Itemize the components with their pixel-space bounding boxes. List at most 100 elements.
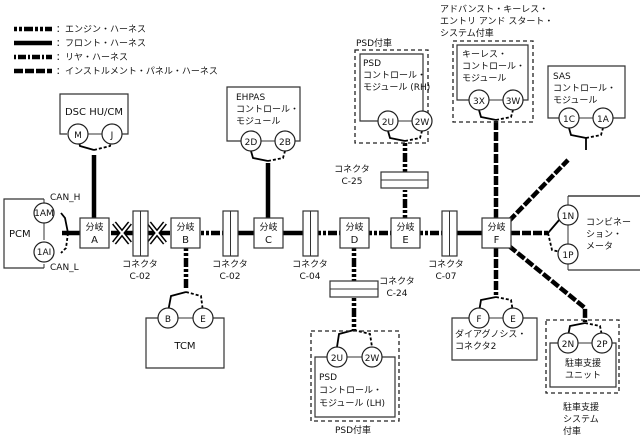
- svg-text:SAS: SAS: [553, 72, 571, 82]
- svg-text:メータ: メータ: [586, 241, 613, 252]
- svg-text:コネクタ2: コネクタ2: [455, 341, 496, 352]
- svg-text:モジュール: モジュール: [236, 117, 280, 127]
- svg-text:F: F: [494, 235, 500, 246]
- svg-text:C: C: [265, 235, 272, 246]
- svg-text:コネクタ: コネクタ: [428, 259, 464, 270]
- connector-c04: コネクタ C-04: [292, 210, 328, 282]
- svg-text:3W: 3W: [506, 97, 521, 107]
- ehpas-module: EHPAS コントロール・ モジュール 2D 2B: [226, 86, 301, 152]
- svg-text:2U: 2U: [382, 118, 394, 128]
- pin-2w-rh: [411, 110, 433, 132]
- svg-text:1P: 1P: [562, 251, 574, 261]
- pin-m: [67, 123, 89, 145]
- svg-text:コンビネー: コンビネー: [586, 217, 631, 228]
- svg-text:J: J: [110, 131, 114, 141]
- svg-text:コネクタ: コネクタ: [212, 259, 248, 270]
- legend: ：エンジン・ハーネス ：フロント・ハーネス ：リヤ・ハーネス ：インストルメント…: [14, 24, 218, 77]
- svg-text:1A: 1A: [597, 115, 610, 125]
- pin-b: [157, 307, 179, 329]
- svg-text:2B: 2B: [279, 138, 291, 148]
- svg-text:2U: 2U: [331, 354, 343, 364]
- svg-text:付車: 付車: [563, 425, 581, 437]
- junction-e: 分岐 E: [390, 217, 421, 249]
- svg-text:EHPAS: EHPAS: [236, 93, 265, 103]
- svg-text:2P: 2P: [596, 340, 608, 350]
- diagnosis-connector-module: ダイアグノシス・ コネクタ2 F E: [451, 307, 538, 361]
- svg-text:分岐: 分岐: [345, 221, 363, 233]
- svg-text:コントロール・: コントロール・: [363, 71, 426, 81]
- dsc-hu-cm-module: DSC HU/CM M J: [59, 93, 129, 145]
- connector-c25: コネクタ C-25: [334, 164, 429, 189]
- psd-rh-group-label: PSD付車: [356, 37, 392, 49]
- pin-2d: [240, 130, 262, 152]
- svg-text:1AI: 1AI: [37, 248, 52, 258]
- psd-rh-module: PSD付車 PSD コントロール・ モジュール (RH) 2U 2W: [354, 37, 433, 144]
- svg-text:1C: 1C: [563, 115, 575, 125]
- svg-text:C-04: C-04: [300, 272, 321, 282]
- pin-3x: [468, 89, 490, 111]
- svg-text:C-25: C-25: [342, 177, 363, 187]
- legend-rear-label: ：リヤ・ハーネス: [56, 52, 128, 63]
- parking-assist-module: 2N 2P 駐車支援 ユニット 駐車支援 システム 付車: [545, 319, 620, 437]
- pin-f: [468, 307, 490, 329]
- svg-text:駐車支援: 駐車支援: [565, 357, 601, 369]
- junction-f: 分岐 F: [481, 217, 512, 249]
- svg-text:C-07: C-07: [436, 272, 457, 282]
- connector-c24: コネクタ C-24: [329, 276, 415, 299]
- svg-text:モジュール (LH): モジュール (LH): [319, 399, 385, 409]
- junction-a: 分岐 A: [79, 217, 110, 249]
- pcm-module: PCM 1AM 1AI CAN_H CAN_L: [3, 193, 80, 273]
- svg-text:コネクタ: コネクタ: [292, 259, 328, 270]
- svg-text:ユニット: ユニット: [565, 371, 601, 381]
- svg-text:C-24: C-24: [387, 289, 408, 299]
- can-l-label: CAN_L: [50, 263, 79, 273]
- svg-text:2N: 2N: [562, 340, 574, 350]
- svg-text:C-02: C-02: [220, 272, 241, 282]
- pin-e-diag: [502, 307, 524, 329]
- wire-f-park: [507, 244, 588, 322]
- svg-text:コントロール・: コントロール・: [462, 62, 525, 72]
- pin-j: [101, 123, 123, 145]
- svg-text:2W: 2W: [365, 354, 380, 364]
- pin-2b: [274, 130, 296, 152]
- svg-text:アドバンスト・キーレス・: アドバンスト・キーレス・: [440, 4, 548, 15]
- svg-text:ション・: ション・: [586, 230, 622, 240]
- connector-c02-2: コネクタ C-02: [212, 210, 248, 282]
- svg-text:コネクタ: コネクタ: [334, 164, 370, 175]
- keyless-module: アドバンスト・キーレス・ エントリ アンド スタート・ システム付車 キーレス・…: [440, 4, 553, 123]
- svg-text:M: M: [74, 131, 82, 141]
- svg-text:PSD: PSD: [319, 373, 337, 383]
- svg-text:F: F: [476, 315, 481, 325]
- svg-text:A: A: [91, 235, 98, 246]
- pin-1p: [557, 243, 579, 265]
- svg-text:エントリ アンド スタート・: エントリ アンド スタート・: [440, 16, 553, 27]
- svg-text:3X: 3X: [473, 97, 485, 107]
- svg-text:分岐: 分岐: [487, 221, 505, 233]
- svg-text:分岐: 分岐: [85, 221, 103, 233]
- svg-text:B: B: [182, 235, 189, 246]
- svg-text:キーレス・: キーレス・: [462, 50, 507, 60]
- svg-text:システム: システム: [563, 414, 599, 425]
- junction-d: 分岐 D: [339, 217, 370, 249]
- pin-3w: [502, 89, 524, 111]
- pin-e: [192, 307, 214, 329]
- sas-module: SAS コントロール・ モジュール 1C 1A: [547, 65, 626, 129]
- svg-text:2D: 2D: [245, 138, 258, 148]
- pin-1am: [33, 202, 55, 224]
- svg-text:コントロール・: コントロール・: [319, 386, 382, 396]
- pin-1n: [557, 204, 579, 226]
- svg-text:コネクタ: コネクタ: [379, 276, 415, 287]
- pin-1ai: [33, 241, 55, 263]
- pin-2u-lh: [326, 346, 348, 368]
- svg-text:E: E: [402, 235, 408, 246]
- pin-1c: [558, 107, 580, 129]
- psd-lh-group-label: PSD付車: [335, 424, 371, 436]
- connector-c02-1: コネクタ C-02: [122, 210, 158, 282]
- connector-c07: コネクタ C-07: [428, 210, 464, 282]
- pin-2w-lh: [361, 346, 383, 368]
- can-h-label: CAN_H: [50, 193, 80, 203]
- svg-text:分岐: 分岐: [176, 221, 194, 233]
- pin-2p: [591, 332, 613, 354]
- pin-1a: [592, 107, 614, 129]
- pcm-label: PCM: [9, 229, 31, 240]
